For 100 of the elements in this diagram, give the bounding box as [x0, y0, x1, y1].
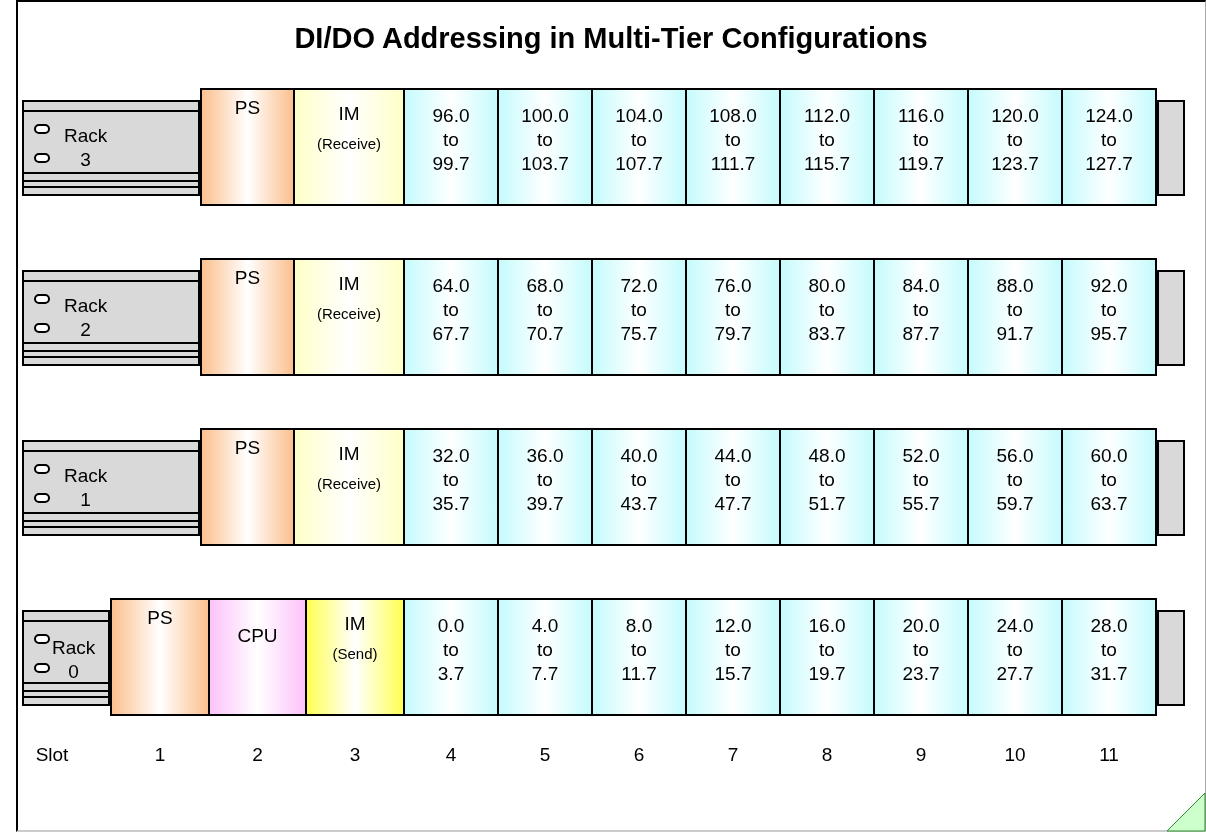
module-label: IM	[343, 612, 367, 636]
din-rail	[22, 440, 200, 536]
module-label: 108.0 to 111.7	[708, 104, 758, 176]
slot-number: 9	[914, 744, 928, 766]
din-rail	[22, 610, 110, 706]
module-label: 16.0 to 19.7	[807, 614, 847, 686]
io-module	[779, 598, 875, 716]
module-label: 28.0 to 31.7	[1089, 614, 1129, 686]
power-supply-module	[200, 428, 295, 546]
slot-number: 3	[348, 744, 362, 766]
module-role: (Receive)	[315, 134, 383, 154]
io-module	[873, 598, 969, 716]
module-role: (Receive)	[315, 304, 383, 324]
module-label: 60.0 to 63.7	[1089, 444, 1129, 516]
rack-label: Rack 2	[64, 294, 108, 342]
slot-number: 2	[251, 744, 264, 766]
io-module	[591, 428, 687, 546]
module-label: 80.0 to 83.7	[807, 274, 847, 346]
module-label: PS	[233, 436, 262, 460]
power-supply-module	[110, 598, 210, 716]
module-label: 84.0 to 87.7	[901, 274, 941, 346]
module-label: CPU	[236, 624, 279, 648]
module-label: 104.0 to 107.7	[614, 104, 664, 176]
io-module	[403, 258, 499, 376]
rail-end	[1157, 610, 1185, 706]
rack-label: Rack 1	[64, 464, 108, 512]
slot-number: 6	[632, 744, 646, 766]
module-label: 116.0 to 119.7	[896, 104, 946, 176]
io-module	[497, 598, 593, 716]
io-module	[497, 428, 593, 546]
slot-number: 11	[1098, 744, 1120, 766]
module-label: 24.0 to 27.7	[995, 614, 1035, 686]
slot-number: 5	[538, 744, 552, 766]
diagram-title: DI/DO Addressing in Multi-Tier Configurations	[293, 22, 929, 55]
io-module	[779, 88, 875, 206]
module-label: 56.0 to 59.7	[995, 444, 1035, 516]
slot-number: 4	[444, 744, 458, 766]
io-module	[403, 598, 499, 716]
module-role: (Send)	[331, 644, 379, 664]
io-module	[779, 258, 875, 376]
row-label: Slot	[34, 744, 70, 766]
power-supply-module	[200, 258, 295, 376]
cpu-module	[208, 598, 307, 716]
io-module	[1061, 88, 1157, 206]
interface-module	[293, 88, 405, 206]
io-module	[403, 428, 499, 546]
module-label: 4.0 to 7.7	[530, 614, 560, 686]
module-label: PS	[233, 266, 262, 290]
interface-module	[293, 258, 405, 376]
module-label: 44.0 to 47.7	[713, 444, 753, 516]
rack-label: Rack 0	[52, 636, 96, 684]
rail-end	[1157, 100, 1185, 196]
io-module	[873, 258, 969, 376]
module-label: 0.0 to 3.7	[436, 614, 466, 686]
module-label: 68.0 to 70.7	[525, 274, 565, 346]
module-label: 100.0 to 103.7	[520, 104, 570, 176]
module-label: 12.0 to 15.7	[713, 614, 753, 686]
io-module	[591, 598, 687, 716]
io-module	[591, 258, 687, 376]
din-rail	[22, 270, 200, 366]
module-label: 40.0 to 43.7	[619, 444, 659, 516]
module-label: 88.0 to 91.7	[995, 274, 1035, 346]
io-module	[685, 258, 781, 376]
module-label: 36.0 to 39.7	[525, 444, 565, 516]
din-rail	[22, 100, 200, 196]
io-module	[873, 428, 969, 546]
rack-label: Rack 3	[64, 124, 108, 172]
io-module	[779, 428, 875, 546]
io-module	[967, 598, 1063, 716]
module-label: IM	[337, 272, 361, 296]
module-label: 76.0 to 79.7	[713, 274, 753, 346]
io-module	[1061, 598, 1157, 716]
module-label: 48.0 to 51.7	[807, 444, 847, 516]
module-label: PS	[233, 96, 262, 120]
io-module	[497, 88, 593, 206]
rail-end	[1157, 440, 1185, 536]
module-label: 72.0 to 75.7	[619, 274, 659, 346]
module-label: 64.0 to 67.7	[431, 274, 471, 346]
io-module	[685, 428, 781, 546]
io-module	[873, 88, 969, 206]
module-label: 120.0 to 123.7	[990, 104, 1040, 176]
power-supply-module	[200, 88, 295, 206]
io-module	[1061, 258, 1157, 376]
interface-module	[293, 428, 405, 546]
slot-number: 1	[153, 744, 167, 766]
io-module	[685, 88, 781, 206]
io-module	[497, 258, 593, 376]
rail-end	[1157, 270, 1185, 366]
module-label: 112.0 to 115.7	[802, 104, 852, 176]
io-module	[967, 258, 1063, 376]
module-label: PS	[146, 606, 174, 630]
io-module	[1061, 428, 1157, 546]
slot-number: 7	[726, 744, 740, 766]
module-role: (Receive)	[315, 474, 383, 494]
io-module	[967, 88, 1063, 206]
io-module	[685, 598, 781, 716]
io-module	[403, 88, 499, 206]
module-label: 52.0 to 55.7	[901, 444, 941, 516]
io-module	[591, 88, 687, 206]
module-label: 96.0 to 99.7	[431, 104, 471, 176]
